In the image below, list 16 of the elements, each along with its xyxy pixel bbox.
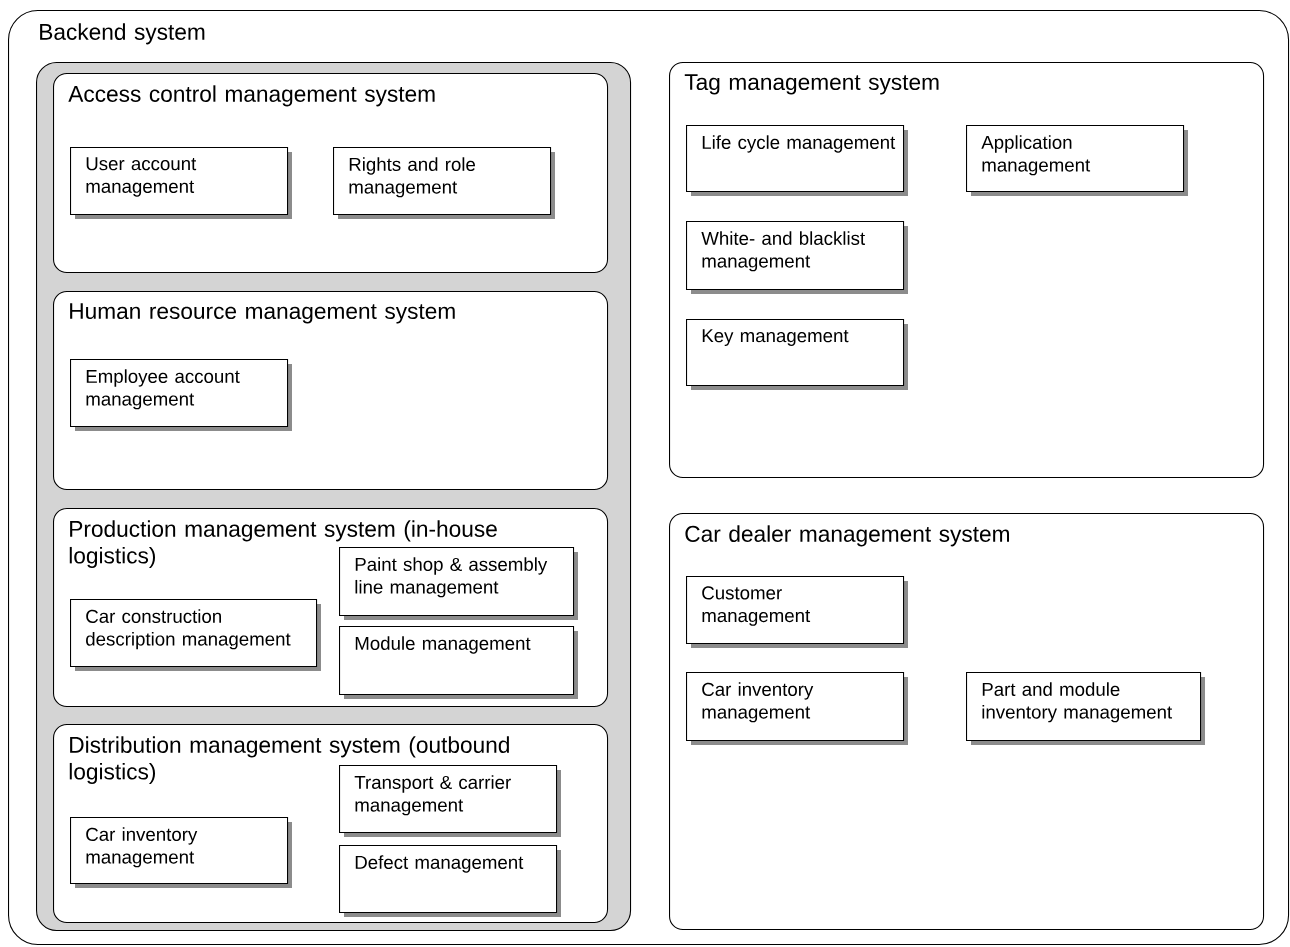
module-box: User account management xyxy=(70,147,292,219)
module-box: Rights and role management xyxy=(333,147,555,219)
module-box: Transport & carrier management xyxy=(339,765,561,837)
module-box: Car inventory management xyxy=(70,817,292,888)
module-box: Car construction description management xyxy=(70,599,321,671)
module-box: Part and module inventory management xyxy=(966,672,1205,745)
module-box: Life cycle management xyxy=(686,125,908,196)
module-box: Paint shop & assembly line management xyxy=(339,547,578,620)
module-box: Car inventory management xyxy=(686,672,908,745)
module-box: White- and blacklist management xyxy=(686,221,908,294)
module-box: Employee account management xyxy=(70,359,292,431)
module-box: Customer management xyxy=(686,576,908,648)
module-box: Module management xyxy=(339,626,578,699)
module-box: Defect management xyxy=(339,845,561,917)
module-box: Application management xyxy=(966,125,1188,196)
module-box: Key management xyxy=(686,319,908,390)
